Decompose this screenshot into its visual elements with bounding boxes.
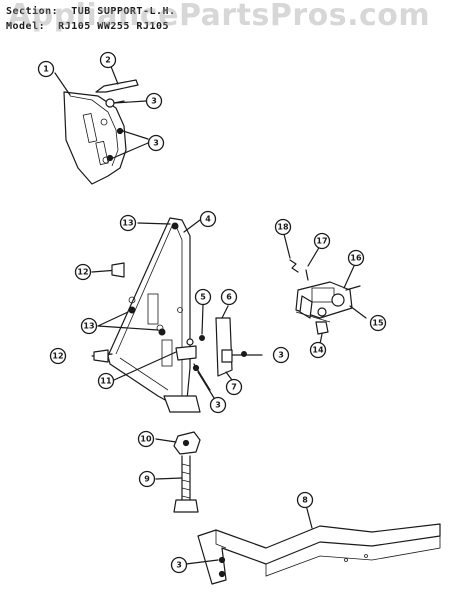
svg-text:3: 3 bbox=[278, 351, 284, 360]
svg-text:3: 3 bbox=[151, 97, 157, 106]
svg-text:4: 4 bbox=[205, 215, 211, 224]
callout-15: 15 bbox=[369, 314, 387, 332]
callout-18: 18 bbox=[274, 218, 292, 236]
section-label: Section: bbox=[6, 6, 59, 17]
svg-text:9: 9 bbox=[144, 475, 150, 484]
svg-text:15: 15 bbox=[372, 319, 384, 328]
svg-text:14: 14 bbox=[312, 346, 324, 355]
upper-bracket-drawing bbox=[54, 63, 149, 185]
callout-9: 9 bbox=[138, 470, 156, 488]
svg-text:3: 3 bbox=[153, 139, 159, 148]
svg-text:5: 5 bbox=[200, 293, 206, 302]
base-rail-drawing bbox=[185, 504, 441, 585]
callout-3: 3 bbox=[209, 396, 227, 414]
leveling-leg-drawing bbox=[155, 431, 201, 513]
callout-3: 3 bbox=[145, 92, 163, 110]
svg-text:1: 1 bbox=[43, 65, 49, 74]
watermark: AppliancePartsPros.com bbox=[8, 0, 431, 33]
callout-12: 12 bbox=[74, 263, 92, 281]
svg-text:12: 12 bbox=[77, 268, 88, 277]
callout-3: 3 bbox=[147, 134, 165, 152]
callout-13: 13 bbox=[119, 214, 137, 232]
svg-text:11: 11 bbox=[100, 377, 112, 386]
svg-text:12: 12 bbox=[52, 352, 63, 361]
callout-2: 2 bbox=[99, 51, 117, 69]
svg-text:2: 2 bbox=[105, 56, 111, 65]
svg-text:17: 17 bbox=[316, 237, 327, 246]
section-heading: Section: TUB SUPPORT-L.H. bbox=[6, 6, 176, 17]
callout-1: 1 bbox=[37, 60, 55, 78]
model-value: RJ105 WW255 RJ105 bbox=[58, 21, 170, 32]
svg-text:16: 16 bbox=[350, 254, 362, 263]
model-heading: Model: RJ105 WW255 RJ105 bbox=[6, 21, 169, 32]
callout-17: 17 bbox=[313, 232, 331, 250]
callout-14: 14 bbox=[309, 341, 327, 359]
callout-3: 3 bbox=[170, 556, 188, 574]
callout-7: 7 bbox=[225, 378, 243, 396]
callout-5: 5 bbox=[194, 288, 212, 306]
svg-text:13: 13 bbox=[83, 322, 94, 331]
callout-13: 13 bbox=[80, 317, 98, 335]
callout-12: 12 bbox=[49, 347, 67, 365]
svg-text:3: 3 bbox=[176, 561, 182, 570]
svg-text:3: 3 bbox=[215, 401, 221, 410]
svg-text:10: 10 bbox=[140, 435, 152, 444]
callout-3: 3 bbox=[272, 346, 290, 364]
callout-10: 10 bbox=[137, 430, 155, 448]
bumper-drawing bbox=[93, 262, 125, 363]
callout-16: 16 bbox=[347, 249, 365, 267]
svg-text:6: 6 bbox=[226, 293, 232, 302]
svg-text:13: 13 bbox=[122, 219, 133, 228]
svg-text:18: 18 bbox=[277, 223, 289, 232]
switch-assembly-drawing bbox=[283, 233, 367, 345]
model-label: Model: bbox=[6, 21, 46, 32]
tub-support-drawing bbox=[91, 217, 263, 413]
callout-8: 8 bbox=[296, 491, 314, 509]
callout-11: 11 bbox=[97, 372, 115, 390]
section-value: TUB SUPPORT-L.H. bbox=[71, 6, 176, 17]
svg-text:7: 7 bbox=[231, 383, 237, 392]
callout-4: 4 bbox=[199, 210, 217, 228]
svg-text:8: 8 bbox=[302, 496, 308, 505]
callout-6: 6 bbox=[220, 288, 238, 306]
